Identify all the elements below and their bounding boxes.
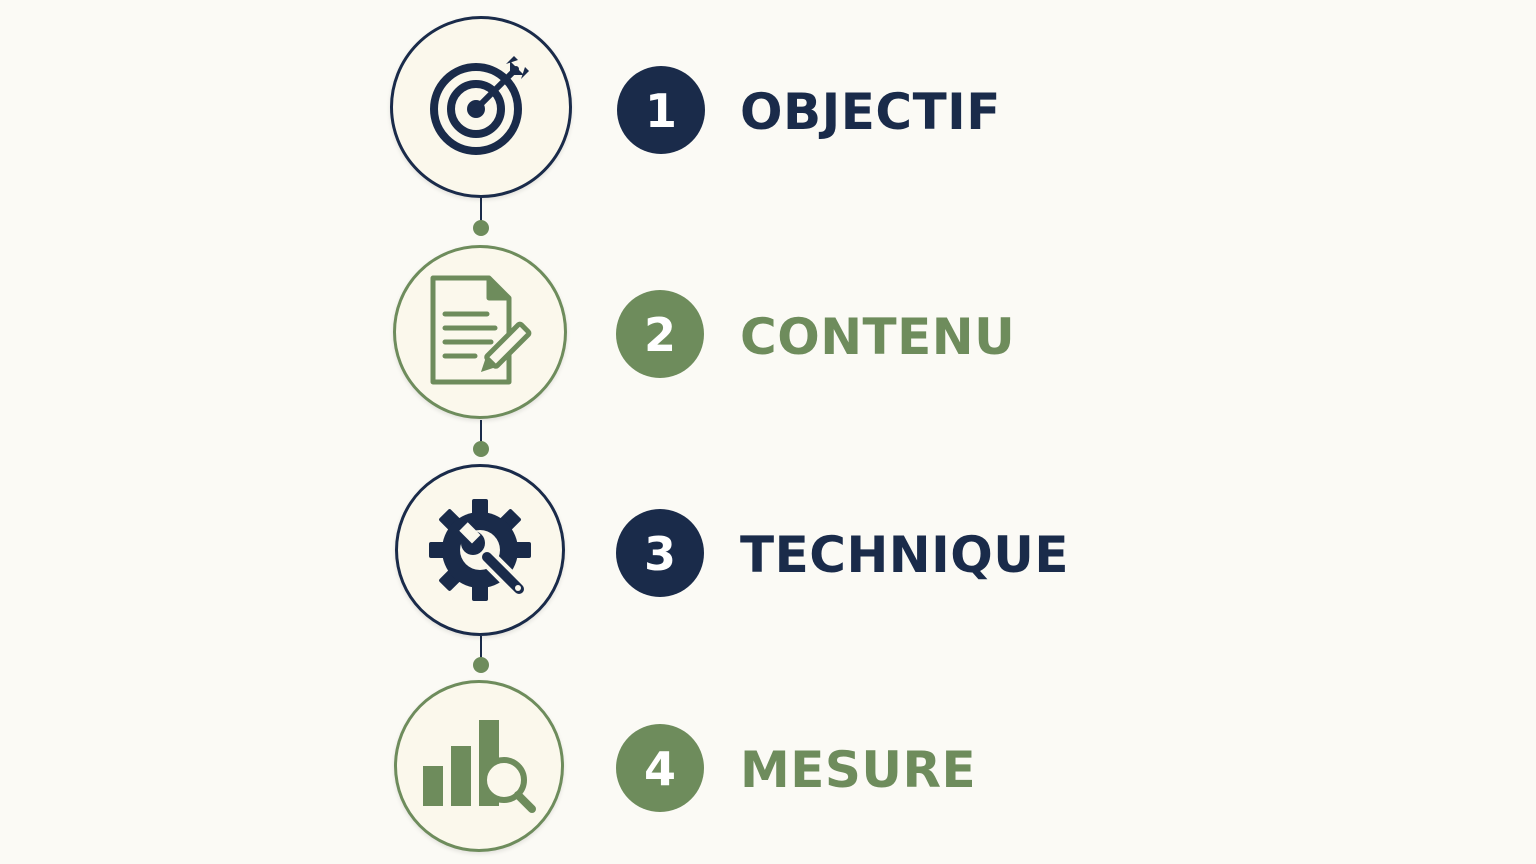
step-1-label: OBJECTIF	[740, 83, 1001, 141]
step-2-number-badge: 2	[616, 290, 704, 378]
connector-dot	[473, 657, 489, 673]
step-3-label: TECHNIQUE	[740, 526, 1070, 584]
step-2-label: CONTENU	[740, 308, 1016, 366]
step-4-icon-circle	[394, 680, 564, 852]
connector-line	[480, 636, 482, 662]
step-1-number-badge: 1	[617, 66, 705, 154]
step-3-number-badge: 3	[616, 509, 704, 597]
gear-wrench-icon	[429, 499, 531, 601]
step-2-number: 2	[643, 308, 676, 362]
connector-line	[480, 196, 482, 226]
step-1-number: 1	[644, 84, 677, 138]
step-4-number-badge: 4	[616, 724, 704, 812]
connector-line	[480, 420, 482, 446]
connector-dot	[473, 441, 489, 457]
step-3-number: 3	[643, 527, 676, 581]
step-3-icon-circle	[395, 464, 565, 636]
step-4-label: MESURE	[740, 741, 977, 799]
step-2-icon-circle	[393, 245, 567, 419]
document-edit-icon	[430, 275, 532, 385]
target-icon	[430, 56, 529, 155]
chart-search-icon	[423, 720, 536, 813]
connector-dot	[473, 220, 489, 236]
step-1-icon-circle	[390, 16, 572, 198]
step-4-number: 4	[643, 742, 676, 796]
